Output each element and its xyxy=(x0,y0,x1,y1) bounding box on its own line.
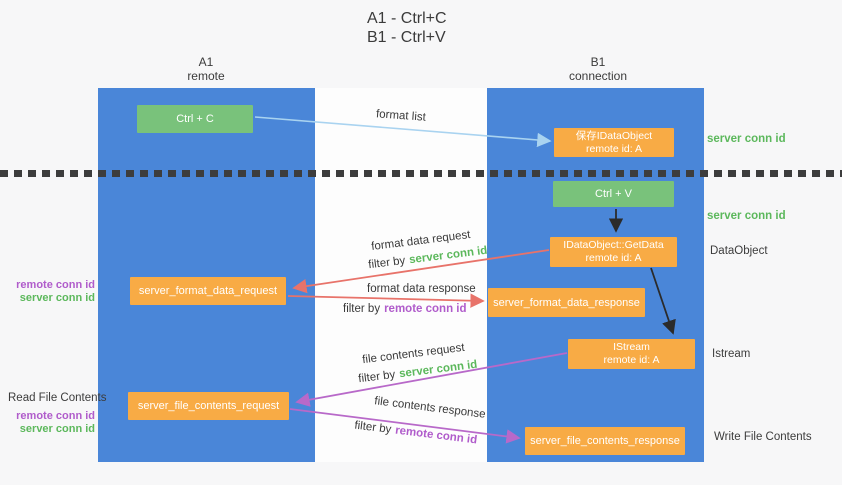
server-file-contents-response-box: server_file_contents_response xyxy=(525,427,685,455)
write-file-contents-label: Write File Contents xyxy=(714,431,812,443)
server-conn-id-label-right-2: server conn id xyxy=(707,210,786,222)
server-conn-id-label-right-1: server conn id xyxy=(707,133,786,145)
conn-id-group-1: remote conn id server conn id xyxy=(5,279,95,305)
remote-conn-id-label-left-2: remote conn id xyxy=(16,410,95,422)
ctrl-c-label: Ctrl + C xyxy=(176,113,214,125)
title-line-1: A1 - Ctrl+C xyxy=(367,10,447,27)
server-conn-id-label-left-2: server conn id xyxy=(19,423,95,435)
idataobject-getdata-box: IDataObject::GetData remote id: A xyxy=(550,237,677,267)
lifeline-a1-id: A1 xyxy=(198,55,214,69)
filter-value-remote-conn-id: remote conn id xyxy=(384,303,467,315)
format-response-label: server_format_data_response xyxy=(493,296,640,309)
remote-conn-id-label-left-1: remote conn id xyxy=(16,279,95,291)
ctrl-v-label: Ctrl + V xyxy=(595,188,632,200)
save-idataobject-line2: remote id: A xyxy=(585,142,643,155)
file-response-label: server_file_contents_response xyxy=(530,435,680,447)
server-file-contents-request-box: server_file_contents_request xyxy=(128,392,289,420)
istream-side-label: Istream xyxy=(712,348,751,360)
lifeline-a1-role: remote xyxy=(187,69,225,83)
format-data-response-label: format data response xyxy=(367,283,476,295)
server-format-data-request-box: server_format_data_request xyxy=(130,277,286,305)
read-file-contents-label: Read File Contents xyxy=(8,392,107,404)
conn-id-group-2: remote conn id server conn id xyxy=(5,410,95,436)
filter-prefix: filter by xyxy=(343,303,381,315)
server-conn-id-label-left-1: server conn id xyxy=(19,292,95,304)
format-request-label: server_format_data_request xyxy=(138,285,278,297)
ctrl-v-action-box: Ctrl + V xyxy=(553,181,674,207)
istream-line1: IStream xyxy=(613,341,650,353)
lifeline-b1-id: B1 xyxy=(590,55,606,69)
save-idataobject-line1: 保存IDataObject xyxy=(575,129,653,142)
phase-separator-dotted-line xyxy=(0,170,842,177)
server-format-data-response-box: server_format_data_response xyxy=(488,288,645,317)
save-idataobject-box: 保存IDataObject remote id: A xyxy=(554,128,674,157)
istream-box: IStream remote id: A xyxy=(568,339,695,369)
ctrl-c-action-box: Ctrl + C xyxy=(137,105,253,133)
file-request-label: server_file_contents_request xyxy=(137,400,280,412)
lifeline-b1-role: connection xyxy=(568,69,628,83)
istream-line2: remote id: A xyxy=(603,354,660,366)
dataobject-label: DataObject xyxy=(710,245,768,257)
lifeline-header-b1: B1 connection xyxy=(538,55,658,83)
getdata-line2: remote id: A xyxy=(585,252,642,264)
getdata-line1: IDataObject::GetData xyxy=(563,239,664,251)
diagram-title: A1 - Ctrl+C B1 - Ctrl+V xyxy=(367,9,447,47)
title-line-2: B1 - Ctrl+V xyxy=(367,29,446,46)
lifeline-header-a1: A1 remote xyxy=(146,55,266,83)
